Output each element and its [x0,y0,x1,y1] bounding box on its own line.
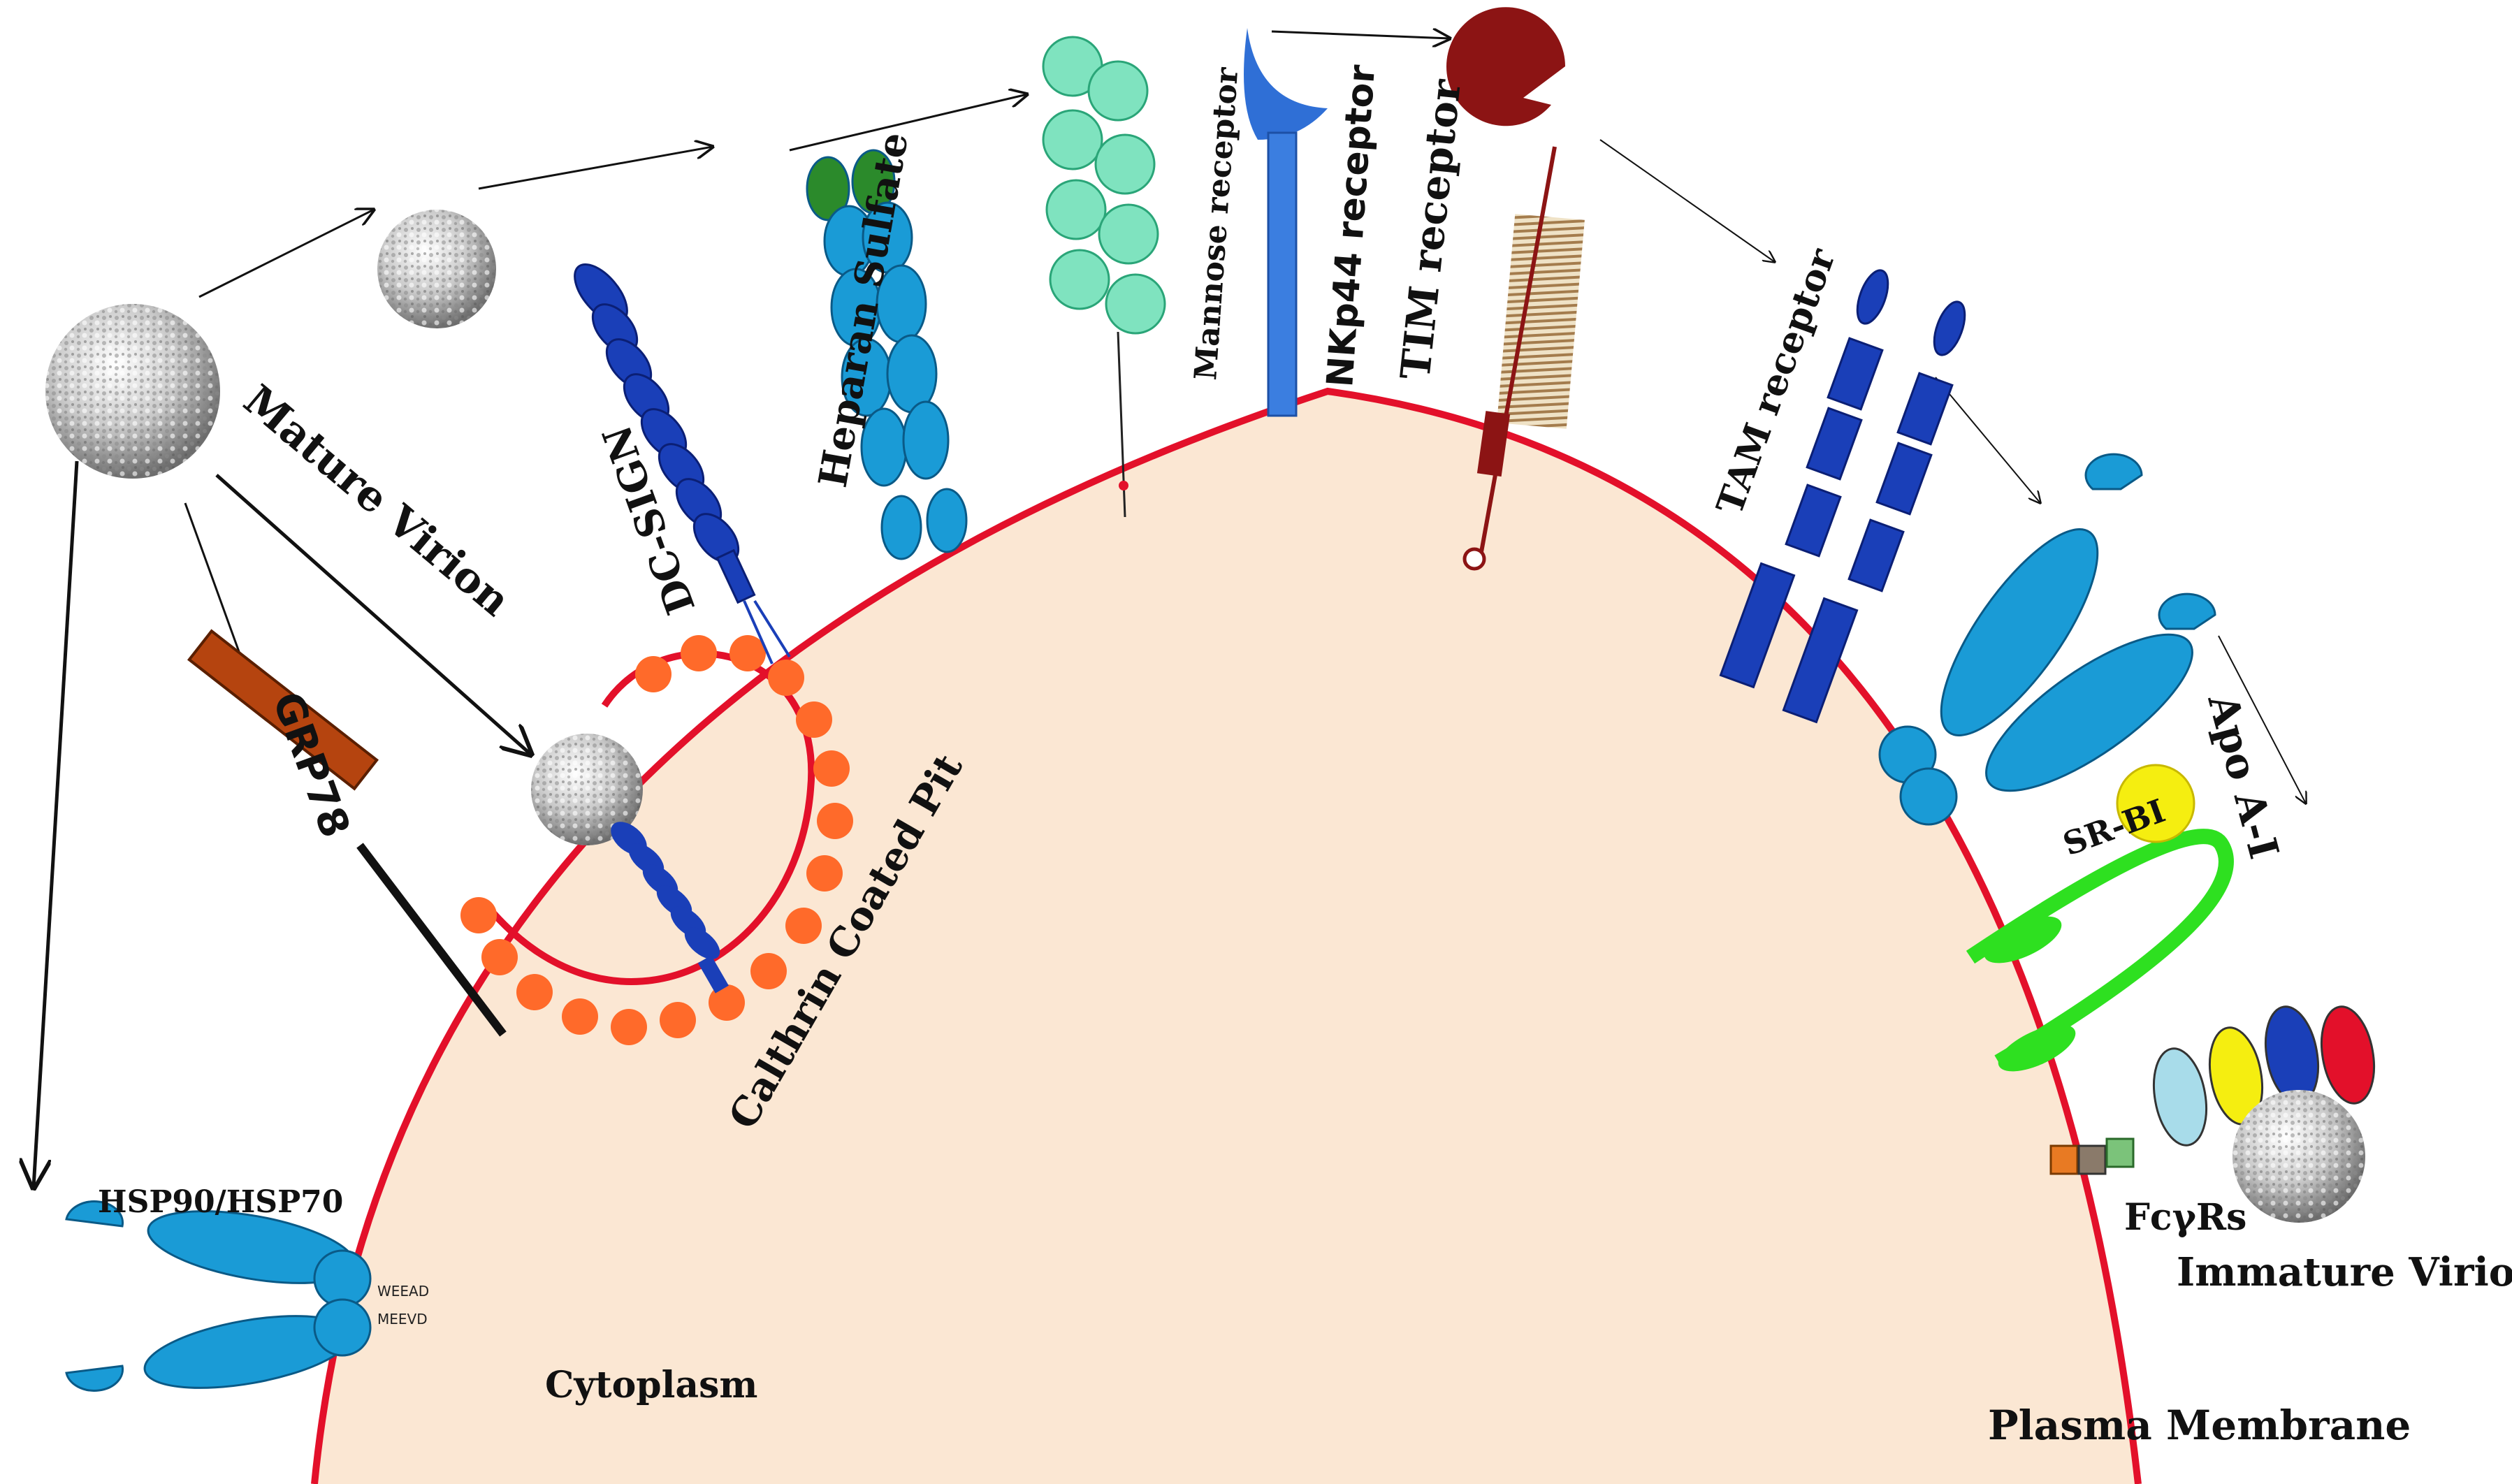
label-hsp90-hsp70: HSP90/HSP70 [98,1184,343,1220]
label-tim-receptor: TIM receptor [1391,76,1470,381]
arrows [34,31,2306,1188]
hsp-surface-receptor [1878,453,2216,826]
plasma-membrane [311,387,2142,1484]
hsp90-hsp70-complex [65,1200,372,1392]
label-immature-virion: Immature Virion [2177,1249,2512,1295]
mature-virion-large [45,304,220,479]
apo-a-i-particle [2116,764,2195,843]
dc-sign-receptor [574,263,791,664]
tim-receptor [1446,7,1585,571]
label-dc-sign: DC-SIGN [594,419,704,620]
heparan-sulfate-receptor [806,149,968,560]
grp78-receptor [187,629,507,1037]
nkp44-receptor [1244,28,1328,417]
label-cytoplasm: Cytoplasm [545,1364,757,1406]
label-mature-virion: Mature Virion [234,376,519,626]
cytoplasm-region [314,391,2138,1484]
label-meevd: MEEVD [377,1311,428,1327]
mature-virion-small [377,210,496,328]
label-tam-receptor: TAM receptor [1708,243,1844,521]
fc-gamma-receptors [2049,1005,2375,1223]
label-weead: WEEAD [377,1283,429,1300]
clathrin-coated-pit [460,635,853,1045]
sr-bi-receptor [1966,829,2234,1072]
label-mannose-receptor: Mannose receptor [1188,66,1245,381]
label-nkp44-receptor: NKp44 receptor [1319,64,1384,388]
mannose-receptor [1042,36,1166,518]
label-plasma-membrane: Plasma Membrane [1988,1402,2411,1449]
label-fc-gamma-rs: FcγRs [2124,1196,2246,1239]
tam-receptor [1719,269,1966,724]
